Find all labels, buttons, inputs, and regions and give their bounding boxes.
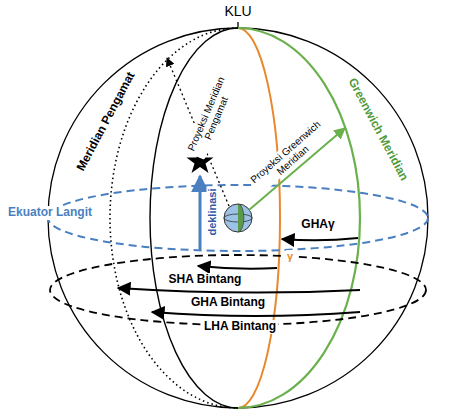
angle-label: GHA Bintang <box>189 296 267 309</box>
sha-arrow <box>198 266 277 269</box>
projection-label: Proyeksi Meridian Pengamat <box>184 72 238 160</box>
angle-label: GHAγ <box>299 218 336 231</box>
lha-arrow <box>152 312 360 316</box>
gha-star-arrow <box>118 288 360 293</box>
projection-label: Proyeksi Greenwich Meridian <box>246 117 331 195</box>
sphere-outline <box>48 28 428 408</box>
meridian-label: Greenwich Meridian <box>344 75 411 185</box>
greenwich-meridian <box>238 28 360 408</box>
angle-label: SHA Bintang <box>167 273 244 286</box>
pole-label: KLU <box>222 4 253 19</box>
hour-angle-circle <box>50 255 426 325</box>
aries-meridian <box>238 28 280 408</box>
declination-label: deklinasi <box>207 186 219 237</box>
celestial-equator <box>48 185 428 251</box>
equator-label: Ekuator Langit <box>6 206 94 219</box>
gha-aries-arrow <box>282 238 358 240</box>
earth <box>224 204 252 232</box>
earth-land <box>238 204 244 232</box>
meridian-label: Meridian Pengamat <box>73 69 138 176</box>
angle-label: LHA Bintang <box>202 320 278 333</box>
declination-arrow <box>199 176 202 250</box>
aries-symbol: γ <box>285 250 295 262</box>
